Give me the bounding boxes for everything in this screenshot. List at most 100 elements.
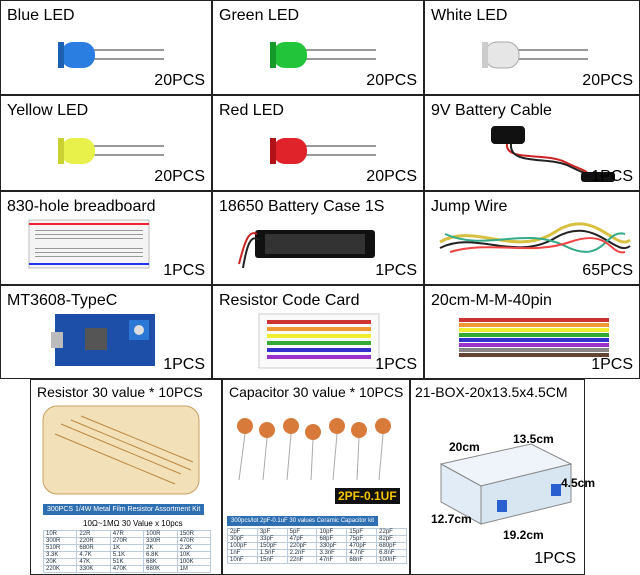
table-cell: 100K [176, 558, 212, 566]
battery-cable-image [491, 126, 615, 182]
table-cell: 10nF [227, 556, 258, 564]
item-qty: 1PCS [163, 262, 205, 279]
table-cell: 10R [42, 530, 78, 538]
table-cell: 470R [176, 537, 212, 545]
table-cell: 10K [176, 551, 212, 559]
table-cell: 10pF [316, 528, 348, 536]
box-dim-depth: 13.5cm [513, 432, 554, 446]
item-title: Yellow LED [7, 102, 89, 119]
table-cell: 330R [143, 537, 178, 545]
blue-led-image [58, 42, 164, 68]
item-qty: 1PCS [375, 356, 417, 373]
item-white-led: White LED 20PCS [424, 0, 640, 95]
table-cell: 6.8K [143, 551, 178, 559]
table-cell: 150pF [256, 542, 288, 550]
item-title: Resistor 30 value * 10PCS [37, 384, 203, 400]
table-cell: 2K [143, 544, 178, 552]
table-cell: 68pF [316, 535, 348, 543]
item-title: Blue LED [7, 7, 75, 24]
item-resistor-kit: Resistor 30 value * 10PCS 300PCS 1/4W Me… [30, 379, 222, 575]
table-cell: 30pF [227, 535, 258, 543]
item-qty: 20PCS [154, 168, 205, 185]
table-cell: 270R [109, 537, 145, 545]
storage-box-image [439, 443, 573, 525]
table-cell: 75pF [346, 535, 378, 543]
dupont-wire-image [459, 318, 609, 357]
capacitor-range-badge: 2PF-0.1UF [335, 488, 400, 504]
table-cell: 22pF [376, 528, 407, 536]
table-cell: 1M [176, 565, 212, 573]
item-jump-wire: Jump Wire 65PCS [424, 191, 640, 285]
table-cell: 4.7nF [346, 549, 378, 557]
table-cell: 20K [42, 558, 78, 566]
item-qty: 1PCS [163, 356, 205, 373]
item-title: Red LED [219, 102, 284, 119]
table-cell: 680R [76, 544, 111, 552]
item-qty: 1PCS [534, 550, 576, 567]
jump-wire-image [439, 222, 631, 254]
white-led-image [482, 41, 588, 69]
mt3608-board-image [51, 314, 155, 366]
table-cell: 3.3nF [316, 549, 348, 557]
item-qty: 20PCS [366, 168, 417, 185]
table-cell: 22nF [286, 556, 318, 564]
table-cell: 1nF [227, 549, 258, 557]
item-blue-led: Blue LED 20PCS [0, 0, 212, 95]
item-9v-battery-cable: 9V Battery Cable 1PCS [424, 95, 640, 191]
item-qty: 1PCS [591, 356, 633, 373]
table-cell: 15pF [346, 528, 378, 536]
item-title: MT3608-TypeC [7, 292, 118, 309]
table-cell: 82pF [376, 535, 407, 543]
table-cell: 330K [76, 565, 111, 573]
table-cell: 5pF [286, 528, 318, 536]
breadboard-image [28, 219, 150, 269]
item-title: Green LED [219, 7, 300, 24]
item-qty: 20PCS [366, 72, 417, 89]
item-title: 18650 Battery Case 1S [219, 198, 385, 215]
table-cell: 47pF [286, 535, 318, 543]
item-breadboard: 830-hole breadboard 1PCS [0, 191, 212, 285]
item-title: 9V Battery Cable [431, 102, 552, 119]
table-cell: 220pF [286, 542, 318, 550]
capacitor-kit-header: 300pcs/lot 2pF-0.1uF 30 values Ceramic C… [227, 516, 379, 526]
item-storage-box: 21-BOX-20x13.5x4.5CM 20cm 13.5cm 4.5cm 1… [410, 379, 595, 575]
resistor-kit-sub: 10Ω~1MΩ 30 Value x 10pcs [83, 519, 183, 528]
box-dim-width: 20cm [449, 440, 480, 454]
table-cell: 33pF [256, 535, 288, 543]
table-cell: 2.2K [176, 544, 212, 552]
table-cell: 5.1K [109, 551, 145, 559]
table-cell: 6.8nF [376, 549, 407, 557]
item-qty: 1PCS [591, 168, 633, 185]
table-cell: 4.7K [76, 551, 111, 559]
resistor-card-image [258, 313, 380, 369]
box-dim-height: 4.5cm [561, 476, 596, 490]
table-cell: 68nF [346, 556, 378, 564]
table-cell: 2pF [227, 528, 258, 536]
yellow-led-image [58, 138, 164, 164]
resistor-kit-header: 300PCS 1/4W Metal Film Resistor Assortme… [43, 504, 205, 515]
item-title: Capacitor 30 value * 10PCS [229, 384, 404, 400]
item-dupont-wire: 20cm-M-M-40pin 1PCS [424, 285, 640, 379]
item-title: White LED [431, 7, 508, 24]
table-cell: 150R [176, 530, 212, 538]
battery-case-image [238, 230, 375, 269]
table-cell: 47nF [316, 556, 348, 564]
table-cell: 510R [42, 544, 78, 552]
box-dim-inner-width: 19.2cm [503, 528, 544, 542]
item-title: 830-hole breadboard [7, 198, 156, 215]
table-cell: 220R [76, 537, 111, 545]
box-dim-inner-depth: 12.7cm [431, 512, 472, 526]
table-cell: 47K [76, 558, 111, 566]
table-cell: 1.5nF [256, 549, 288, 557]
item-qty: 20PCS [582, 72, 633, 89]
capacitor-image [237, 418, 391, 481]
